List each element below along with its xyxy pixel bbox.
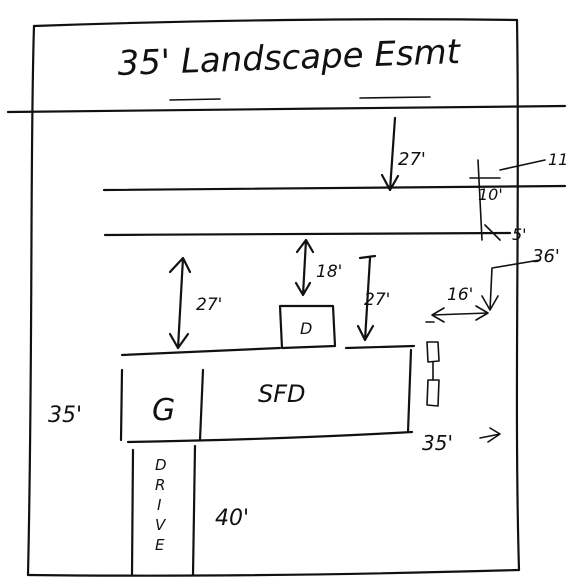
- label-right-36: 36': [532, 246, 560, 267]
- lot-boundary-top: [32, 18, 519, 28]
- driveway-letter-2: R: [155, 476, 165, 494]
- driveway-letter-3: I: [157, 496, 162, 514]
- driveway-letter-5: E: [155, 536, 165, 554]
- label-setback-top: 27': [398, 149, 426, 170]
- house-right: [406, 348, 413, 434]
- right-36-arrow: [481, 259, 541, 311]
- house-top-left: [120, 346, 282, 357]
- label-lot-width-left: 35': [48, 403, 82, 428]
- driveway-left: [130, 448, 135, 577]
- dim-27-mid: [356, 254, 377, 342]
- road-line-bottom: [103, 231, 512, 237]
- lot-width-arrow-right: [479, 427, 501, 443]
- garage-divider: [198, 368, 205, 442]
- title-underline-left: [169, 98, 221, 101]
- title-underline-right: [359, 96, 431, 99]
- house-left: [119, 368, 124, 442]
- label-box-d: D: [300, 319, 312, 338]
- road-line-top: [102, 184, 567, 192]
- landscape-easement-line: [6, 104, 567, 114]
- label-sfd: SFD: [258, 380, 306, 408]
- label-27-left: 27': [196, 295, 222, 315]
- label-garage: G: [152, 393, 175, 428]
- label-lot-width-right: 35': [422, 431, 453, 455]
- label-right-top: 10': [478, 185, 503, 204]
- driveway-letters: D R I V E: [155, 456, 167, 554]
- dim-18: [294, 238, 315, 297]
- label-16: 16': [447, 285, 473, 305]
- right-dim-ticks: [469, 159, 546, 241]
- lot-boundary-right: [515, 18, 521, 572]
- lot-boundary-left: [26, 24, 36, 577]
- lot-boundary-bottom: [26, 568, 521, 577]
- driveway-letter-4: V: [155, 516, 167, 534]
- label-right-mark: 11: [548, 150, 568, 169]
- house-bottom: [126, 430, 414, 444]
- dim-16: [425, 305, 489, 323]
- label-27-mid: 27': [364, 290, 390, 310]
- box-d: [278, 304, 337, 350]
- driveway-letter-1: D: [155, 456, 167, 474]
- equipment-box-2: [426, 379, 440, 407]
- house-top-right: [344, 344, 416, 350]
- title-text: 35' Landscape Esmt: [117, 32, 462, 84]
- label-40: 40': [215, 506, 249, 531]
- driveway-right: [191, 444, 197, 577]
- setback-arrow-top: [380, 116, 400, 192]
- dim-27-left: [168, 256, 192, 350]
- equipment-box-1: [426, 341, 440, 363]
- label-18: 18': [316, 262, 342, 282]
- label-right-mid: 5': [512, 225, 527, 244]
